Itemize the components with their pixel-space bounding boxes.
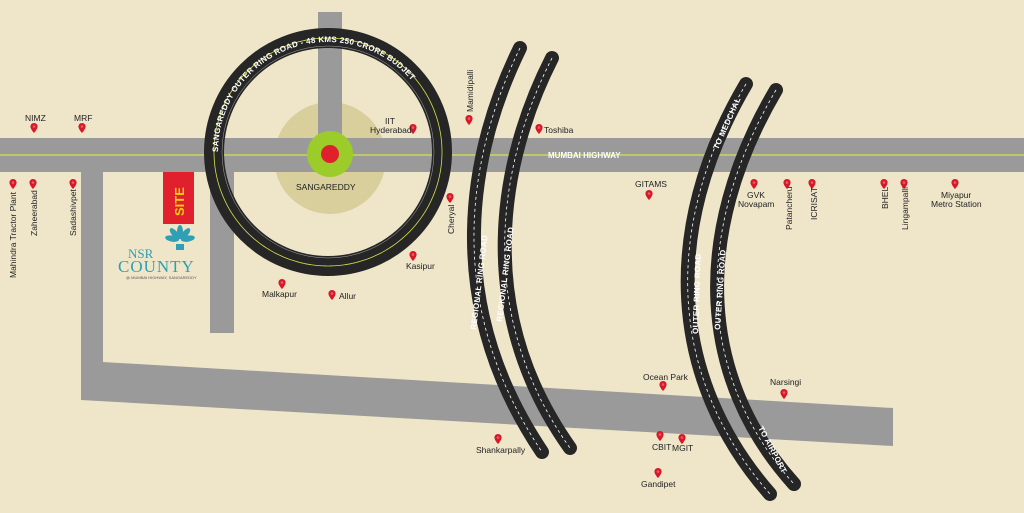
place-cbit: CBIT	[652, 442, 671, 452]
sangareddy-label: SANGAREDDY	[296, 182, 356, 192]
place-lingampalli: Lingampalli	[900, 187, 910, 230]
place-narsingi: Narsingi	[770, 377, 801, 387]
place-patancheru: Patancheru	[784, 186, 794, 230]
place-kasipur: Kasipur	[406, 261, 435, 271]
place-gvk: GVK	[747, 190, 765, 200]
brand-county: COUNTY	[118, 257, 195, 276]
site-marker: SITE	[163, 172, 194, 224]
highway-label: MUMBAI HIGHWAY	[548, 151, 621, 160]
sangareddy-center-marker	[307, 131, 353, 177]
place-sadashivpet: Sadashivpet	[68, 189, 78, 236]
outer-ring-road-label-inner: OUTER RING ROAD	[691, 253, 703, 334]
place-iit: IIT	[385, 116, 395, 126]
place-gandipet: Gandipet	[641, 479, 676, 489]
southern-road	[81, 362, 893, 446]
place-mgit: MGIT	[672, 443, 693, 453]
place-nimz: NIMZ	[25, 113, 46, 123]
place-mrf: MRF	[74, 113, 92, 123]
place-metro-station: Metro Station	[931, 199, 982, 209]
place-mamidipalli: Mamidipalli	[465, 69, 475, 112]
leaf-icon	[165, 225, 195, 250]
place-novapam: Novapam	[738, 199, 774, 209]
place-bhel: BHEL	[880, 187, 890, 209]
place-gitams: GITAMS	[635, 179, 667, 189]
place-toshiba: Toshiba	[544, 125, 574, 135]
site-label: SITE	[172, 187, 187, 216]
regional-ring-road: REGIONAL RING ROAD REGIONAL RING ROAD	[467, 41, 577, 459]
brand-nsr: NSR	[128, 246, 154, 261]
place-cheryal: Cheryal	[446, 205, 456, 234]
place-markers: NIMZ MRF Mahindra Tractor Plant Zaheerab…	[8, 69, 982, 489]
brand-tagline: @ MUMBAI HIGHWAY, SANGAREDDY	[126, 275, 197, 280]
place-mahindra: Mahindra Tractor Plant	[8, 191, 18, 278]
sadashivpet-road	[81, 160, 103, 400]
place-zaheerabad: Zaheerabad	[29, 190, 39, 236]
place-miyapur: Miyapur	[941, 190, 971, 200]
place-icrisat: ICRISAT	[809, 187, 819, 220]
place-allur: Allur	[339, 291, 356, 301]
place-malkapur: Malkapur	[262, 289, 297, 299]
nsr-county-logo: NSR COUNTY @ MUMBAI HIGHWAY, SANGAREDDY	[118, 225, 197, 280]
place-shankarpally: Shankarpally	[476, 445, 526, 455]
place-ocean-park: Ocean Park	[643, 372, 689, 382]
place-hyderabad: Hyderabad	[370, 125, 412, 135]
